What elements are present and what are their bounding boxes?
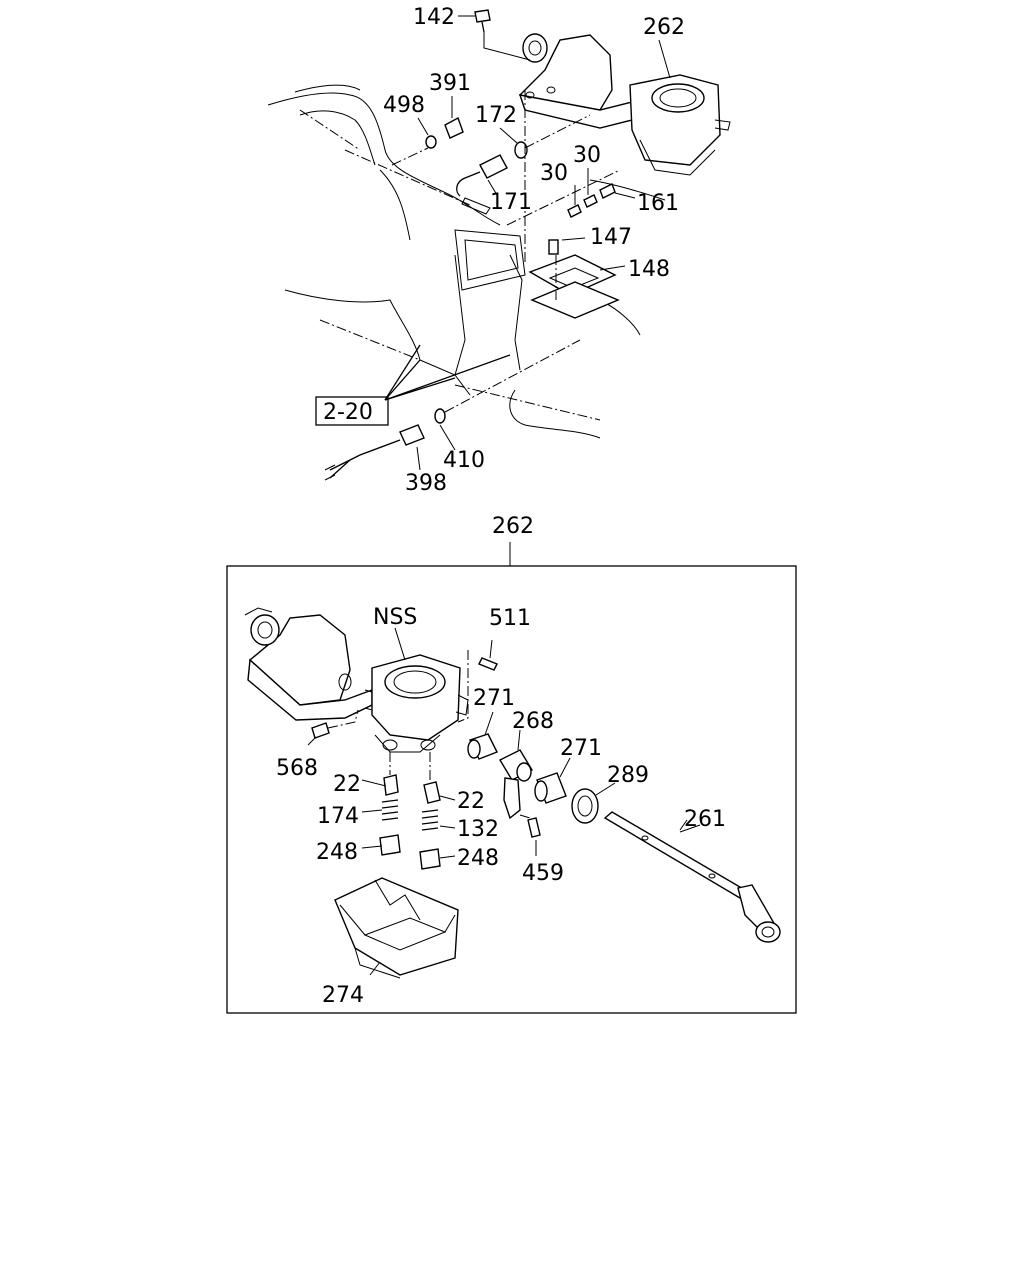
detail-title: 262	[492, 514, 534, 539]
bush-271-right	[534, 757, 571, 804]
label-261: 261	[684, 807, 726, 832]
label-174: 174	[317, 804, 359, 829]
label-248-left: 248	[316, 840, 358, 865]
washer-172	[514, 141, 528, 159]
label-171: 171	[490, 190, 532, 215]
label-268: 268	[512, 709, 554, 734]
detent-stack-left	[379, 752, 401, 856]
label-498: 498	[383, 93, 425, 118]
label-22-left: 22	[333, 772, 361, 797]
label-391: 391	[429, 71, 471, 96]
bearing-289	[571, 782, 616, 824]
label-511: 511	[489, 606, 531, 631]
top-leader-lines	[391, 15, 671, 471]
label-271-right: 271	[560, 736, 602, 761]
label-147: 147	[590, 225, 632, 250]
detail-housing	[244, 607, 469, 753]
switch-171	[456, 154, 508, 215]
sensor-398	[324, 424, 425, 481]
plug-391	[444, 116, 464, 139]
engine-block-outline	[267, 84, 666, 439]
pins-30-161	[567, 183, 616, 218]
label-22-right: 22	[457, 789, 485, 814]
label-410: 410	[443, 448, 485, 473]
pin-147	[548, 239, 559, 255]
label-30-right: 30	[573, 143, 601, 168]
bolt-142	[474, 9, 491, 33]
lever-268	[499, 729, 533, 820]
stud-511	[457, 639, 498, 723]
label-161: 161	[637, 191, 679, 216]
reference-box-label: 2-20	[323, 400, 373, 425]
label-142: 142	[413, 5, 455, 30]
label-262: 262	[643, 15, 685, 40]
reference-arrows	[384, 344, 511, 401]
bush-271-left	[467, 711, 498, 760]
label-nss: NSS	[373, 605, 417, 630]
label-459: 459	[522, 861, 564, 886]
label-568: 568	[276, 756, 318, 781]
label-289: 289	[607, 763, 649, 788]
label-398: 398	[405, 471, 447, 496]
label-274: 274	[322, 983, 364, 1008]
cover-148	[528, 254, 620, 319]
cover-274	[334, 877, 459, 979]
shaft-261	[603, 811, 781, 943]
label-248-right: 248	[457, 846, 499, 871]
label-148: 148	[628, 257, 670, 282]
label-132: 132	[457, 817, 499, 842]
bolt-568	[311, 709, 359, 739]
washer-410	[434, 408, 446, 424]
label-172: 172	[475, 103, 517, 128]
detail-leader-lines	[307, 627, 688, 976]
reference-box-frame	[315, 396, 389, 426]
label-271-left: 271	[473, 686, 515, 711]
washer-498	[425, 135, 437, 149]
detent-stack-right	[419, 752, 441, 870]
pin-459	[519, 814, 541, 856]
detail-frame	[226, 565, 797, 1014]
label-30-left: 30	[540, 161, 568, 186]
shift-housing-part	[518, 33, 731, 176]
